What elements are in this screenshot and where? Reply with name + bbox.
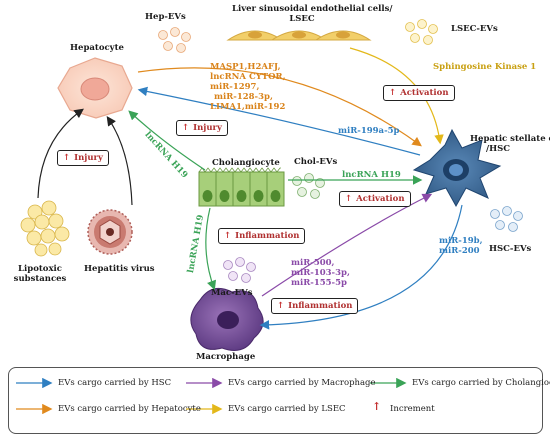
hsc-label-line1: Hepatic stellate cells [470, 134, 550, 144]
lsec-title-line2: LSEC [289, 14, 315, 24]
sphingosine-label: Sphingosine Kinase 1 [433, 62, 537, 72]
legend-item-cholangiocyte: EVs cargo carried by Cholangiocyte [412, 378, 550, 388]
mac-cargo-1: miR-500, [291, 258, 335, 268]
hepatocyte-cargo-4: miR-128-3p, [214, 92, 273, 102]
badge-inflammation-mid-text: Inflammation [235, 231, 300, 241]
lipotoxic-label-line1: Lipotoxic [18, 264, 62, 274]
arrow-chol-to-hepatocyte [128, 110, 206, 171]
macrophage-label: Macrophage [196, 352, 256, 362]
increment-arrow-icon: ↑ [345, 194, 353, 204]
increment-arrow-icon: ↑ [182, 123, 190, 133]
lsec-evs-label: LSEC-EVs [451, 24, 498, 34]
hep-evs-label: Hep-EVs [145, 12, 186, 22]
lipotoxic-label-line2: substances [13, 274, 67, 284]
legend-item-hsc: EVs cargo carried by HSC [58, 378, 172, 388]
increment-arrow-icon: ↑ [224, 231, 232, 241]
hepatitis-virus [87, 209, 133, 255]
badge-inflammation-mid: ↑Inflammation [218, 228, 306, 244]
badge-activation-top: ↑Activation [383, 85, 455, 101]
hepatocyte-cargo-1: MASP1,H2AFJ, [210, 62, 281, 72]
badge-injury-top-text: Injury [193, 123, 222, 133]
badge-activation-mid-text: Activation [356, 194, 405, 204]
hep-evs-cluster [158, 27, 191, 53]
arrow-macrophage-to-hsc [261, 193, 433, 297]
hepatocyte-cargo-3: miR-1297, [210, 82, 260, 92]
mac-evs-cluster [223, 257, 256, 283]
cholangiocyte-label: Cholangiocyte [212, 158, 280, 168]
cholangiocyte-cells [198, 167, 285, 207]
mac-cargo-3: miR-155-5p [291, 278, 347, 288]
lsec-title-line1: Liver sinusoidal endothelial cells/ [232, 4, 393, 14]
increment-arrow-icon: ↑ [277, 301, 285, 311]
chol-to-hsc-cargo: lncRNA H19 [342, 170, 401, 180]
macrophage-cell [190, 287, 264, 351]
mac-evs-label: Mac-EVs [211, 288, 253, 298]
hsc-to-hepatocyte-cargo: miR-199a-5p [338, 126, 400, 136]
hsc-evs-cluster [490, 206, 523, 232]
arrow-lsec-to-hsc [349, 47, 444, 145]
hepatocyte-label: Hepatocyte [70, 43, 124, 53]
arrow-lipotoxic-to-hepatocyte [37, 108, 84, 199]
arrow-virus-to-hepatocyte [106, 116, 133, 206]
legend-item-lsec: EVs cargo carried by LSEC [228, 404, 346, 414]
chol-evs-label: Chol-EVs [294, 157, 338, 167]
badge-inflammation-low-text: Inflammation [288, 301, 353, 311]
legend [8, 367, 543, 434]
arrow-hsc-to-hepatocyte [137, 86, 421, 156]
hsc-evs-label: HSC-EVs [489, 244, 532, 254]
legend-item-increment: Increment [390, 404, 435, 414]
arrow-hsc-to-macrophage [259, 204, 463, 330]
lipotoxic-droplets [20, 200, 70, 257]
badge-injury-top: ↑Injury [176, 120, 228, 136]
badge-activation-mid: ↑Activation [339, 191, 411, 207]
lsec-evs-cluster [405, 19, 438, 45]
hepatocyte-cargo-5: LIMA1,miR-192 [210, 102, 286, 112]
legend-item-macrophage: EVs cargo carried by Macrophage [228, 378, 376, 388]
chol-evs-cluster [292, 173, 325, 199]
badge-injury-left: ↑Injury [57, 150, 109, 166]
increment-arrow-icon: ↑ [389, 88, 397, 98]
hepatocyte-cell [57, 57, 133, 119]
hsc-to-mac-cargo-2: miR-200 [439, 246, 480, 256]
badge-activation-top-text: Activation [400, 88, 449, 98]
badge-inflammation-low: ↑Inflammation [271, 298, 359, 314]
badge-injury-left-text: Injury [74, 153, 103, 163]
legend-increment-arrow-icon: ↑ [372, 400, 382, 413]
mac-cargo-2: miR-103-3p, [291, 268, 350, 278]
hepatitis-label: Hepatitis virus [84, 264, 155, 274]
increment-arrow-icon: ↑ [63, 153, 71, 163]
hsc-to-mac-cargo-1: miR-19b, [439, 236, 483, 246]
hepatocyte-cargo-2: lncRNA CYTOR, [210, 72, 286, 82]
arrow-hepatocyte-to-hsc [137, 67, 422, 147]
legend-item-hepatocyte: EVs cargo carried by Hepatocyte [58, 404, 201, 414]
arrow-chol-to-macrophage [205, 207, 217, 291]
hsc-cell [412, 128, 502, 208]
lsec-cells [226, 30, 372, 41]
hsc-label-line2: /HSC [486, 144, 511, 154]
